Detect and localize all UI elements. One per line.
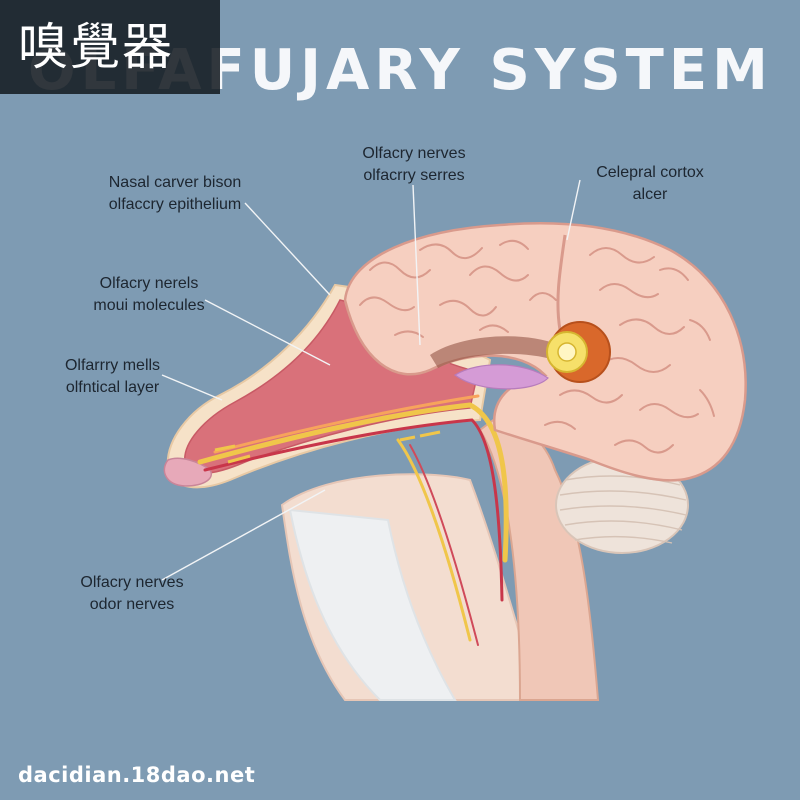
label-nasal: Nasal carver bison olfaccry epithelium bbox=[90, 172, 260, 216]
label-top-center-line1: Olfacry nerves bbox=[362, 145, 466, 162]
label-cortex: Celepral cortox alcer bbox=[580, 162, 720, 206]
label-cortex-line1: Celepral cortox bbox=[596, 164, 704, 181]
label-odor-line2: odor nerves bbox=[89, 596, 175, 613]
label-nasal-line1: Nasal carver bison bbox=[108, 174, 242, 191]
label-mells: Olfarrry mells olfntical layer bbox=[50, 355, 175, 399]
label-nerels-line2: moui molecules bbox=[93, 297, 205, 314]
pointer-lines bbox=[161, 179, 581, 581]
label-nasal-line2: olfaccry epithelium bbox=[108, 196, 242, 213]
label-mells-line1: Olfarrry mells bbox=[64, 357, 161, 374]
cerebellum-folds bbox=[559, 475, 687, 544]
label-nerels-line1: Olfacry nerels bbox=[99, 275, 199, 292]
nerve-bundle bbox=[197, 394, 509, 646]
badge-text: 嗅覺器 bbox=[18, 18, 174, 76]
label-odor-line1: Olfacry nerves bbox=[80, 574, 184, 591]
label-cortex-line2: alcer bbox=[632, 186, 668, 203]
label-odor: Olfacry nerves odor nerves bbox=[62, 572, 202, 616]
label-mells-line2: olfntical layer bbox=[65, 379, 160, 396]
pharynx bbox=[288, 508, 457, 701]
ventricle bbox=[453, 364, 549, 390]
nostril bbox=[163, 457, 212, 487]
brain-folds bbox=[359, 239, 715, 454]
corpus-callosum bbox=[430, 336, 560, 368]
olfactory-bulb-core bbox=[557, 342, 577, 362]
label-top-center-line2: olfacrry serres bbox=[363, 167, 465, 184]
label-top-center: Olfacry nerves olfacrry serres bbox=[340, 143, 488, 187]
label-nerels: Olfacry nerels moui molecules bbox=[74, 273, 224, 317]
watermark: dacidian.18dao.net bbox=[18, 763, 256, 787]
title-badge: 嗅覺器 bbox=[0, 0, 220, 94]
central-fissure bbox=[556, 234, 567, 331]
receptor-dashes bbox=[214, 430, 441, 464]
